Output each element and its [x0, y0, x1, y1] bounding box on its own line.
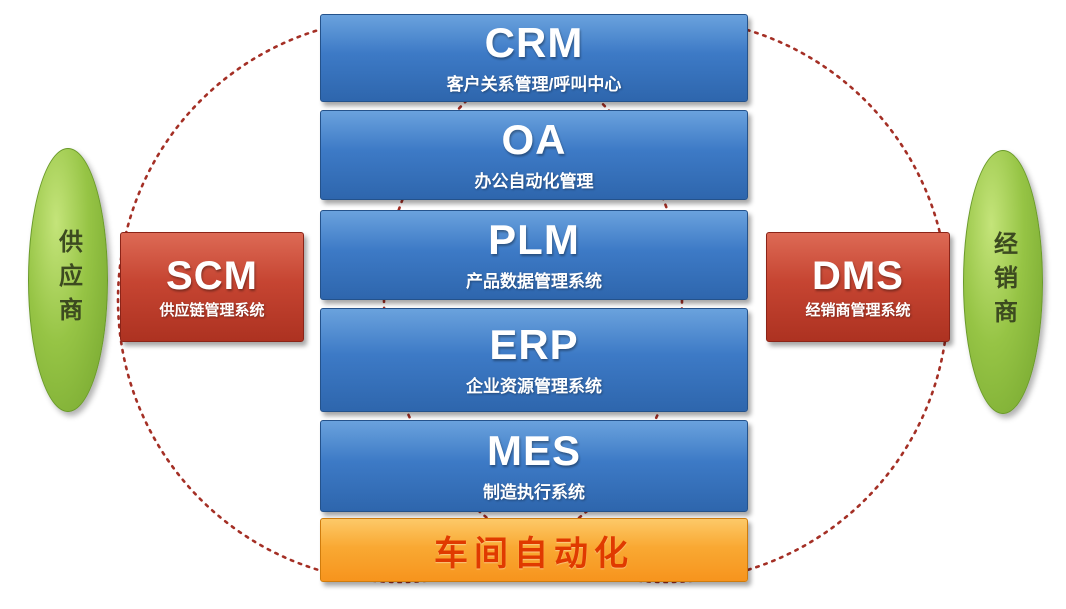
mes-subtitle: 制造执行系统 — [483, 482, 585, 502]
crm-title: CRM — [484, 19, 584, 67]
scm-title: SCM — [166, 253, 258, 298]
shopfloor-automation-bar: 车间自动化 — [320, 518, 748, 582]
scm-subtitle: 供应链管理系统 — [159, 301, 265, 319]
dms-title: DMS — [812, 253, 904, 298]
supplier-ellipse: 供应商 — [28, 148, 108, 412]
erp-box: ERP 企业资源管理系统 — [320, 308, 748, 412]
dealer-label: 经销商 — [989, 231, 1017, 333]
dms-subtitle: 经销商管理系统 — [805, 301, 911, 319]
supplier-label: 供应商 — [54, 229, 82, 331]
plm-title: PLM — [488, 216, 580, 264]
mes-box: MES 制造执行系统 — [320, 420, 748, 512]
crm-subtitle: 客户关系管理/呼叫中心 — [446, 74, 622, 94]
dms-box: DMS 经销商管理系统 — [766, 232, 950, 342]
plm-box: PLM 产品数据管理系统 — [320, 210, 748, 300]
dealer-ellipse: 经销商 — [963, 150, 1043, 414]
scm-box: SCM 供应链管理系统 — [120, 232, 304, 342]
mes-title: MES — [486, 427, 581, 475]
shopfloor-automation-label: 车间自动化 — [434, 534, 634, 573]
erp-title: ERP — [489, 321, 579, 369]
oa-box: OA 办公自动化管理 — [320, 110, 748, 200]
plm-subtitle: 产品数据管理系统 — [466, 271, 602, 291]
crm-box: CRM 客户关系管理/呼叫中心 — [320, 14, 748, 102]
erp-subtitle: 企业资源管理系统 — [466, 376, 602, 396]
oa-subtitle: 办公自动化管理 — [474, 171, 594, 191]
oa-title: OA — [501, 116, 567, 164]
